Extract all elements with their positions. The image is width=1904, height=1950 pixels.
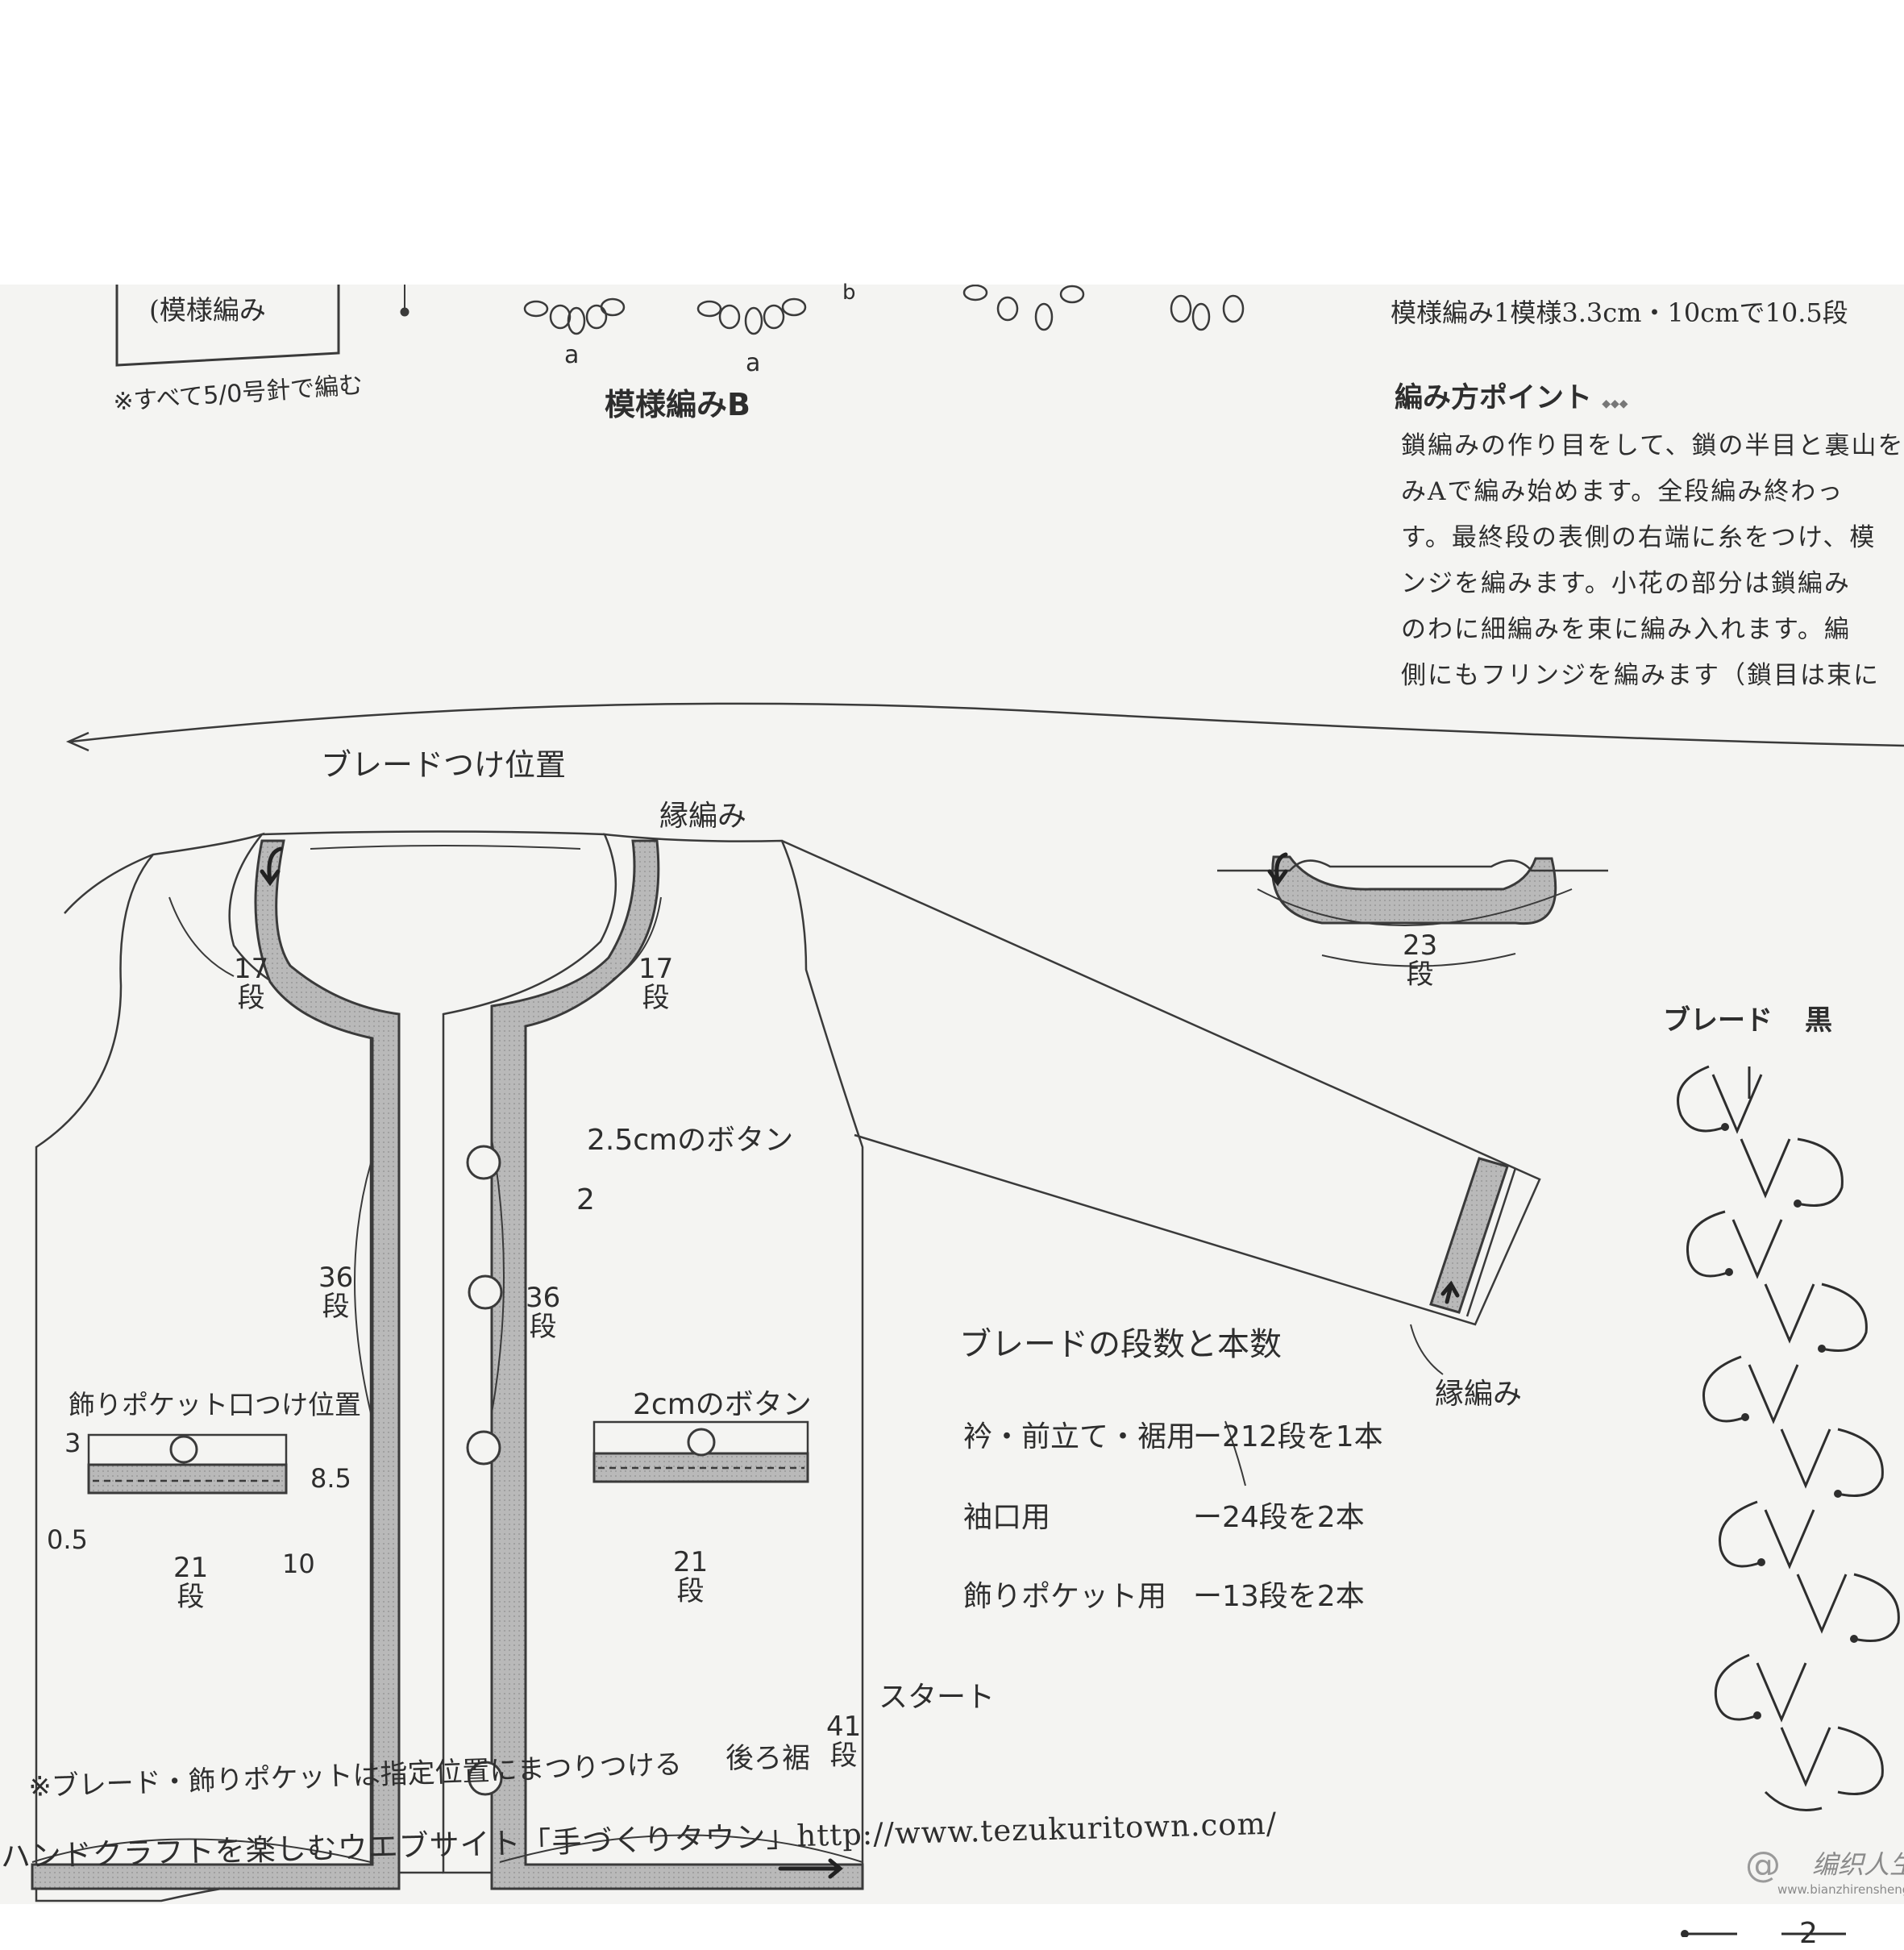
braid-counts-title: ブレードの段数と本数	[959, 1326, 1282, 1363]
pattern-b-title: 模様編みB	[605, 387, 750, 422]
back-hem-label: 後ろ裾	[725, 1743, 811, 1775]
braid-chart-title: ブレード黒	[1663, 1004, 1832, 1037]
edge-label-sleeve: 縁編み	[1435, 1378, 1523, 1411]
braid-route-line	[70, 702, 1904, 747]
pocket-position-label: 飾りポケット口つけ位置	[69, 1389, 361, 1420]
watermark-brand: 编织人生	[1812, 1849, 1904, 1880]
pattern-b-motifs	[523, 285, 1245, 335]
points-heading: 編み方ポイント ◆◆◆	[1395, 382, 1628, 414]
motif-label-b: b	[842, 281, 856, 305]
braid-count-label-2: 袖口用	[963, 1501, 1051, 1534]
printed-page: (模様編み ※すべて5/0号針で編む a a b 模様編みB 模様編み1模様3.…	[0, 281, 1904, 1950]
points-line: のわに細編みを束に編み入れます。編	[1401, 615, 1851, 644]
button-large-label: 2.5cmのボタン	[587, 1124, 794, 1157]
buttons	[169, 1145, 716, 1796]
motif-label-a1: a	[564, 341, 580, 369]
braid-position-title: ブレードつけ位置	[321, 747, 567, 783]
points-paragraph: 鎖編みの作り目をして、鎖の半目と裏山を みAで編み始めます。全段編み終わっ す。…	[1401, 423, 1904, 699]
braid-count-label-3: 飾りポケット用	[963, 1580, 1167, 1613]
dim-10: 10	[282, 1549, 315, 1579]
button-spacing-label: 2	[576, 1183, 595, 1216]
top-label-box	[115, 285, 340, 367]
braid-left-neck	[31, 839, 401, 1890]
button-small-label: 2cmのボタン	[633, 1388, 812, 1421]
dim-8-5: 8.5	[310, 1463, 351, 1494]
points-line: ンジを編みます。小花の部分は鎖編み	[1401, 569, 1851, 598]
braid-count-value-3: ー13段を2本	[1193, 1580, 1365, 1613]
braid-count-value-1: ー212段を1本	[1193, 1420, 1383, 1453]
braid-sleeve	[1429, 1157, 1509, 1314]
dim-0-5: 0.5	[47, 1524, 88, 1555]
gauge-text: 模様編み1模様3.3cm・10cmで10.5段	[1391, 297, 1848, 328]
direction-arrows	[260, 846, 1460, 1879]
dim-3: 3	[64, 1428, 81, 1458]
diagram-svg	[31, 285, 1904, 1902]
braid-right-neck	[490, 839, 864, 1890]
points-line: す。最終段の表側の右端に糸をつけ、模	[1401, 523, 1877, 552]
points-line: 側にもフリンジを編みます（鎖目は束に	[1401, 661, 1880, 690]
pocket-left	[87, 1433, 288, 1466]
braid-pocket-left	[87, 1463, 288, 1495]
top-box-label: (模様編み	[149, 294, 266, 326]
points-line: 鎖編みの作り目をして、鎖の半目と裏山を	[1401, 431, 1904, 460]
braid-count-value-2: ー24段を2本	[1193, 1501, 1365, 1534]
watermark-url: www.bianzhirensheng.com	[1777, 1882, 1904, 1897]
braid-count-label-1: 衿・前立て・裾用	[963, 1420, 1196, 1453]
braid-collar	[1271, 855, 1557, 925]
braid-chart-symbols	[1677, 1065, 1900, 1937]
watermark-logo-icon: @	[1745, 1844, 1781, 1886]
right-front-outline	[442, 833, 864, 1874]
braid-width-label: 2	[1799, 1917, 1818, 1950]
motif-label-a2: a	[746, 349, 761, 377]
points-line: みAで編み始めます。全段編み終わっ	[1401, 477, 1844, 506]
edge-label-top: 縁編み	[659, 800, 747, 833]
sleeve-outline	[781, 839, 1541, 1326]
start-label: スタート	[879, 1681, 996, 1714]
